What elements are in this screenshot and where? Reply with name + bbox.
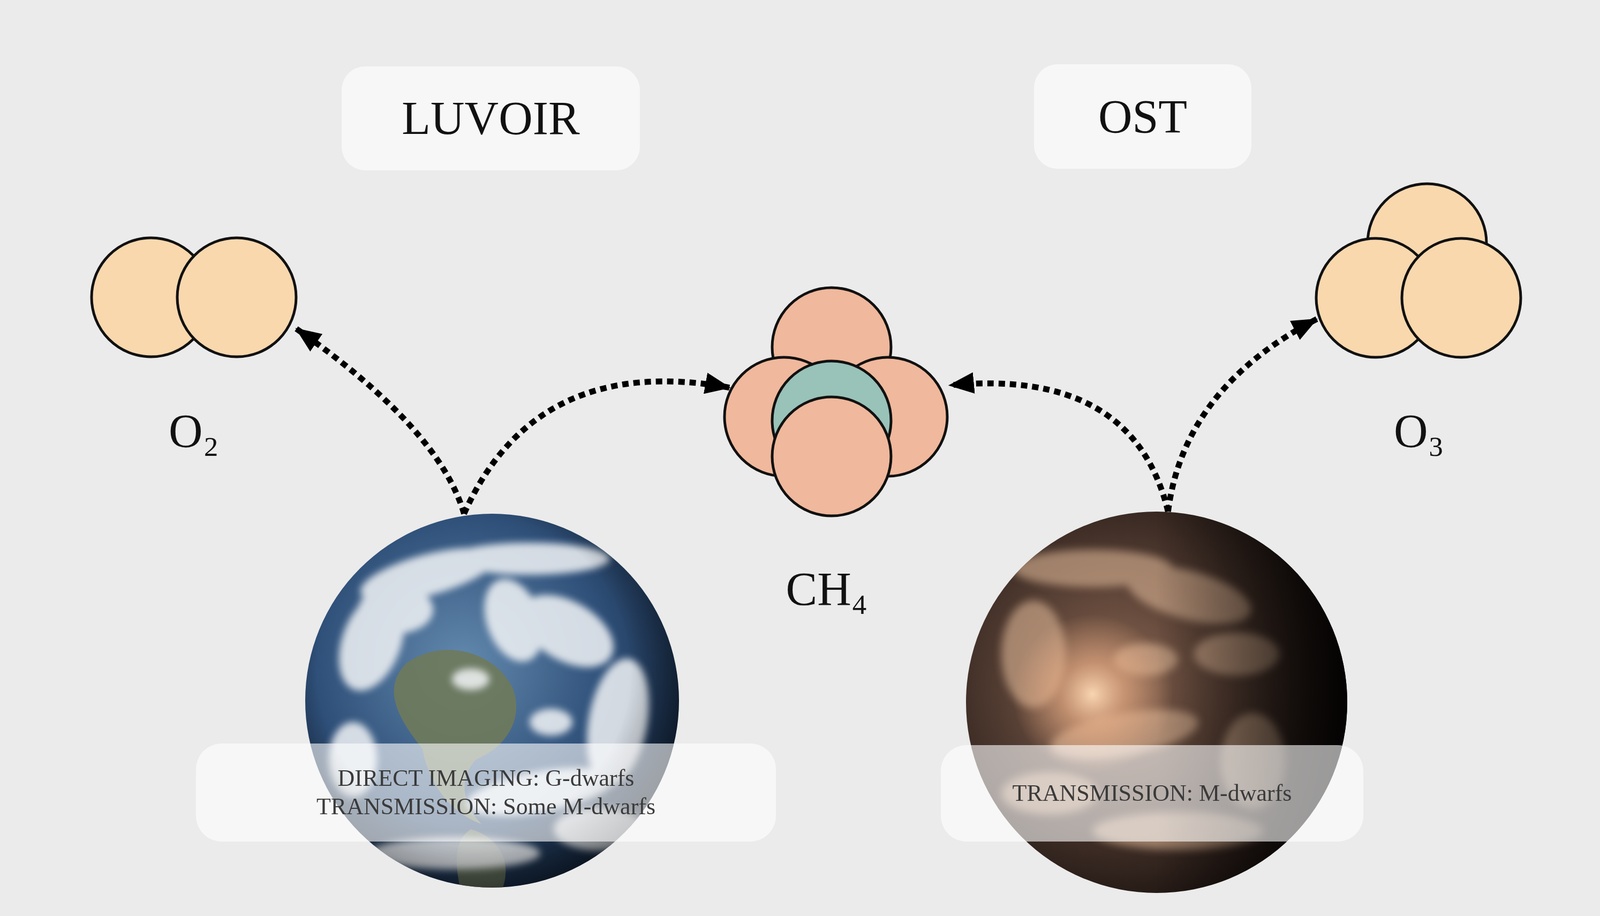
dotted-arrow bbox=[949, 383, 1169, 512]
art-circle bbox=[676, 14, 1600, 916]
formula-label: CH₄ bbox=[786, 560, 869, 618]
art-circle bbox=[10, 14, 970, 916]
art-circle bbox=[177, 237, 297, 357]
text-line: LUVOIR bbox=[401, 89, 580, 147]
exoplanet: TRANSMISSION: M-dwarfs bbox=[965, 511, 1348, 893]
o2-molecule: O₂ bbox=[88, 234, 300, 360]
mission-label: LUVOIR bbox=[341, 66, 640, 171]
method-caption: DIRECT IMAGING: G-dwarfsTRANSMISSION: So… bbox=[195, 743, 776, 842]
text-line: DIRECT IMAGING: G-dwarfs bbox=[337, 764, 635, 793]
art-circle bbox=[10, 14, 970, 916]
text-line: TRANSMISSION: Some M-dwarfs bbox=[316, 792, 656, 821]
ch4-molecule: CH₄ bbox=[721, 284, 951, 519]
mission-label: OST bbox=[1034, 64, 1252, 169]
o3-molecule-shape bbox=[1312, 180, 1524, 361]
formula-label: O₃ bbox=[1393, 402, 1445, 460]
method-caption: TRANSMISSION: M-dwarfs bbox=[940, 744, 1364, 842]
formula-label: O₂ bbox=[168, 402, 220, 460]
art-circle bbox=[772, 396, 892, 516]
dotted-arrow bbox=[1167, 319, 1317, 512]
text-line: TRANSMISSION: M-dwarfs bbox=[1012, 779, 1293, 808]
formula-text: O₃ bbox=[1393, 402, 1445, 460]
art-circle bbox=[1401, 238, 1521, 358]
o2-molecule-shape bbox=[88, 234, 300, 360]
ch4-molecule-shape bbox=[721, 284, 951, 519]
dotted-arrow bbox=[464, 381, 730, 514]
formula-text: CH₄ bbox=[786, 560, 869, 618]
earth-planet: DIRECT IMAGING: G-dwarfsTRANSMISSION: So… bbox=[305, 513, 679, 888]
formula-text: O₂ bbox=[168, 402, 220, 460]
dotted-arrow bbox=[296, 328, 465, 515]
o3-molecule: O₃ bbox=[1312, 180, 1524, 361]
text-line: OST bbox=[1098, 88, 1188, 146]
